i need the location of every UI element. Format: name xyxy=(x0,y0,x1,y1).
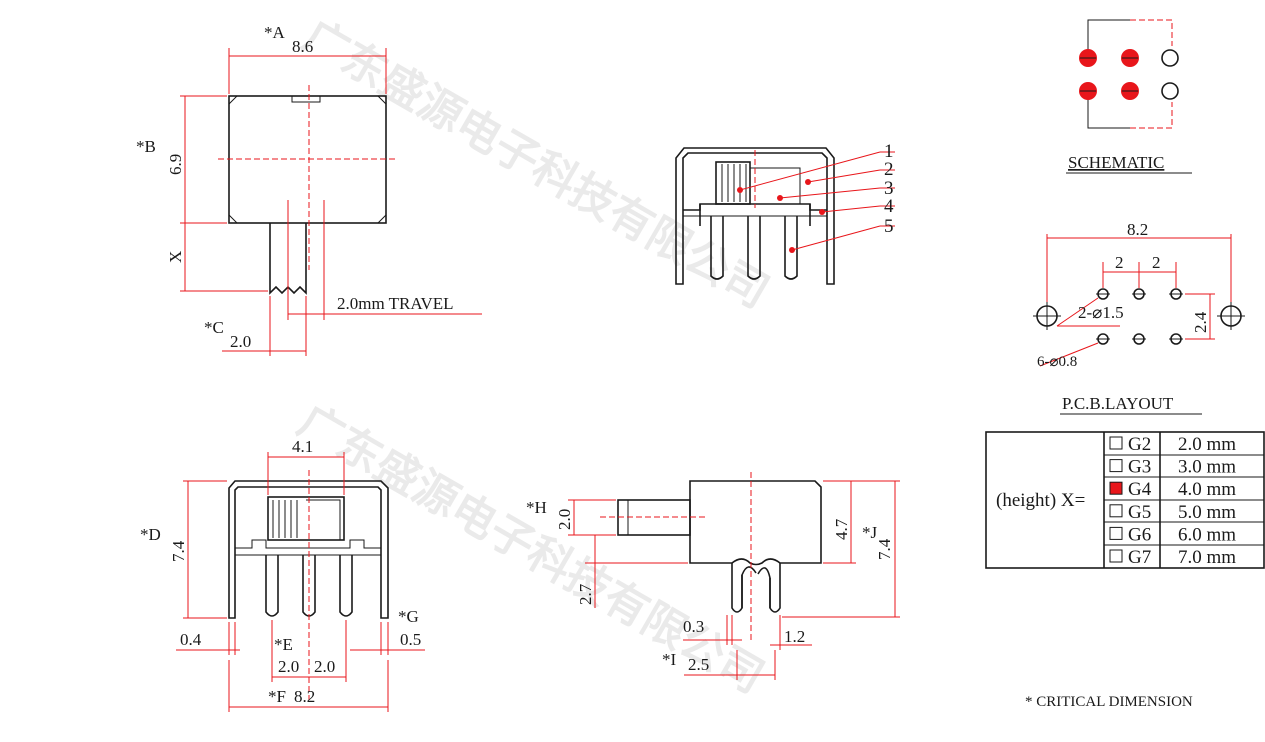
dim-e1: 2.0 xyxy=(278,657,299,676)
pcb-dim-pitch-2: 2 xyxy=(1152,253,1161,272)
option-value: 7.0 mm xyxy=(1178,547,1236,568)
dim-left: 0.4 xyxy=(180,630,202,649)
option-code: G5 xyxy=(1128,502,1151,523)
callout-4: 4 xyxy=(884,196,894,217)
pcb-hole-small: 6-⌀0.8 xyxy=(1037,354,1077,370)
label-c: *C xyxy=(204,318,224,337)
dim-g: 0.5 xyxy=(400,630,421,649)
label-i: *I xyxy=(662,650,677,669)
pcb-hole-large: 2-⌀1.5 xyxy=(1078,303,1124,322)
dim-47: 4.7 xyxy=(832,518,851,540)
pcb-dim-pitch-1: 2 xyxy=(1115,253,1124,272)
table-rows: G2 2.0 mm G3 3.0 mm G4 4.0 mm G5 5.0 mm G6 6.0 mm… xyxy=(1109,434,1236,568)
label-x: X xyxy=(166,251,185,263)
dim-d: 7.4 xyxy=(169,540,188,562)
dim-j: 7.4 xyxy=(875,538,894,560)
dim-i: 2.5 xyxy=(688,655,709,674)
option-code: G7 xyxy=(1128,547,1151,568)
dim-27: 2.7 xyxy=(576,583,595,605)
footnote: * CRITICAL DIMENSION xyxy=(1025,694,1193,710)
dim-top: 4.1 xyxy=(292,437,313,456)
label-b: *B xyxy=(136,137,156,156)
option-code: G3 xyxy=(1128,457,1151,478)
dim-a: 8.6 xyxy=(292,37,313,56)
option-code: G6 xyxy=(1128,524,1151,545)
label-f: *F xyxy=(268,687,286,706)
option-checkbox xyxy=(1109,526,1123,540)
label-d: *D xyxy=(140,525,161,544)
label-a: *A xyxy=(264,23,286,42)
travel-label: 2.0mm TRAVEL xyxy=(337,294,454,313)
option-value: 2.0 mm xyxy=(1178,434,1236,455)
dim-12: 1.2 xyxy=(784,627,805,646)
contact-open xyxy=(1161,49,1179,67)
label-g: *G xyxy=(398,607,419,626)
pcb-dim-total: 8.2 xyxy=(1127,220,1148,239)
table-label: (height) X= xyxy=(996,490,1085,511)
option-code: G4 xyxy=(1128,479,1152,500)
option-value: 3.0 mm xyxy=(1178,457,1236,478)
pcb-layout: 8.2 2 2 2.4 2-⌀1.5 6-⌀0.8 P.C.B.LAYOUT xyxy=(1033,220,1245,415)
option-code: G2 xyxy=(1128,434,1151,455)
top-view: *A 8.6 *B 6.9 X 2.0mm TRAVEL *C 2.0 xyxy=(136,23,482,356)
side-view: *H 2.0 2.7 4.7 *J 7.4 0.3 1.2 *I 2.5 xyxy=(526,472,900,680)
dim-h: 2.0 xyxy=(555,509,574,530)
dim-c: 2.0 xyxy=(230,332,251,351)
watermark-text-1: 广东盛源电子科技有限公司 xyxy=(295,10,778,318)
callout-2: 2 xyxy=(884,159,894,180)
label-j: *J xyxy=(862,523,878,542)
dim-f: 8.2 xyxy=(294,687,315,706)
schematic: SCHEMATIC xyxy=(1066,19,1192,174)
option-checkbox xyxy=(1109,549,1123,563)
callout-3: 3 xyxy=(884,178,894,199)
label-h: *H xyxy=(526,498,547,517)
callout-5: 5 xyxy=(884,216,894,237)
label-e: *E xyxy=(274,635,293,654)
option-checkbox xyxy=(1109,481,1123,495)
schematic-title: SCHEMATIC xyxy=(1068,153,1164,172)
front-view-frame xyxy=(675,147,835,285)
pcb-title: P.C.B.LAYOUT xyxy=(1062,394,1174,413)
dim-e2: 2.0 xyxy=(314,657,335,676)
option-value: 5.0 mm xyxy=(1178,502,1236,523)
end-view: 4.1 *D 7.4 0.4 *E 2.0 2.0 *G 0.5 *F 8.2 xyxy=(140,437,425,712)
pcb-dim-row: 2.4 xyxy=(1191,311,1210,333)
front-view: 1 2 3 4 5 xyxy=(675,141,895,285)
option-value: 4.0 mm xyxy=(1178,479,1236,500)
option-checkbox xyxy=(1109,504,1123,518)
option-checkbox xyxy=(1109,459,1123,473)
watermark: 广东盛源电子科技有限公司 广东盛源电子科技有限公司 xyxy=(290,10,778,703)
callout-1: 1 xyxy=(884,141,894,162)
height-table: (height) X= G2 2.0 mm G3 3.0 mm G4 4.0 mm G5 5.… xyxy=(985,431,1265,569)
dim-b: 6.9 xyxy=(166,154,185,175)
dim-03: 0.3 xyxy=(683,617,704,636)
callouts: 1 2 3 4 5 xyxy=(737,141,895,253)
option-checkbox xyxy=(1109,436,1123,450)
pin-holes xyxy=(1096,288,1183,345)
contact-open xyxy=(1161,82,1179,100)
option-value: 6.0 mm xyxy=(1178,524,1236,545)
